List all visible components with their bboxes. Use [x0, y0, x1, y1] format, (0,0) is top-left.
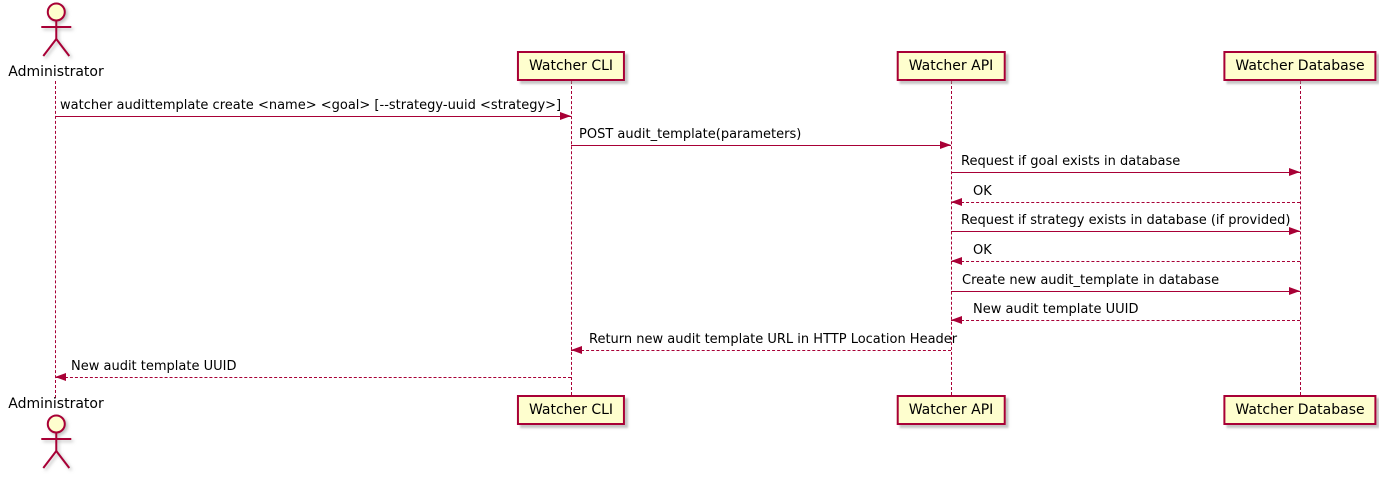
participant-watcher-api-bottom: Watcher API	[896, 395, 1006, 425]
message-label: OK	[973, 243, 992, 258]
message-label: Request if goal exists in database	[961, 154, 1181, 169]
message-arrow	[571, 346, 951, 354]
lifeline-watcher-api	[951, 81, 952, 395]
actor-administrator-top: Administrator	[8, 2, 104, 80]
participant-watcher-api-top: Watcher API	[896, 51, 1006, 81]
message-4: OK	[951, 184, 1300, 206]
message-arrow	[951, 227, 1300, 235]
arrowhead-right-icon	[1289, 168, 1300, 176]
message-label: Return new audit template URL in HTTP Lo…	[589, 332, 958, 347]
message-3: Request if goal exists in database	[951, 154, 1300, 176]
message-arrow	[951, 316, 1300, 324]
message-9: Return new audit template URL in HTTP Lo…	[571, 332, 958, 354]
arrowhead-right-icon	[1289, 227, 1300, 235]
message-8: New audit template UUID	[951, 302, 1300, 324]
arrowhead-right-icon	[1289, 287, 1300, 295]
message-7: Create new audit_template in database	[951, 273, 1300, 295]
message-1: watcher audittemplate create <name> <goa…	[55, 98, 571, 120]
participant-watcher-cli-bottom: Watcher CLI	[516, 395, 626, 425]
arrowhead-left-icon	[55, 373, 66, 381]
lifeline-watcher-cli	[571, 81, 572, 395]
message-label: OK	[973, 184, 992, 199]
message-arrow	[951, 257, 1300, 265]
message-label: New audit template UUID	[71, 359, 237, 374]
message-5: Request if strategy exists in database (…	[951, 213, 1300, 235]
message-label: New audit template UUID	[973, 302, 1139, 317]
message-label: Create new audit_template in database	[962, 273, 1220, 288]
lifeline-watcher-database	[1300, 81, 1301, 395]
arrowhead-left-icon	[571, 346, 582, 354]
arrowhead-left-icon	[951, 257, 962, 265]
actor-icon	[41, 2, 71, 57]
message-10: New audit template UUID	[55, 359, 571, 381]
arrowhead-right-icon	[940, 141, 951, 149]
message-arrow	[55, 112, 571, 120]
message-arrow	[571, 141, 951, 149]
arrowhead-left-icon	[951, 198, 962, 206]
participant-watcher-database-bottom: Watcher Database	[1223, 395, 1377, 425]
arrowhead-right-icon	[560, 112, 571, 120]
participant-watcher-database-top: Watcher Database	[1223, 51, 1377, 81]
participant-watcher-cli-top: Watcher CLI	[516, 51, 626, 81]
actor-icon	[41, 414, 71, 469]
message-6: OK	[951, 243, 1300, 265]
lifeline-administrator	[55, 81, 56, 398]
message-arrow	[951, 168, 1300, 176]
message-arrow	[951, 198, 1300, 206]
actor-label: Administrator	[8, 396, 104, 412]
actor-administrator-bottom: Administrator	[8, 396, 104, 472]
message-arrow	[55, 373, 571, 381]
message-2: POST audit_template(parameters)	[571, 127, 951, 149]
actor-label: Administrator	[8, 64, 104, 80]
message-label: watcher audittemplate create <name> <goa…	[60, 98, 562, 113]
arrowhead-left-icon	[951, 316, 962, 324]
message-arrow	[951, 287, 1300, 295]
message-label: POST audit_template(parameters)	[579, 127, 802, 142]
message-label: Request if strategy exists in database (…	[961, 213, 1291, 228]
